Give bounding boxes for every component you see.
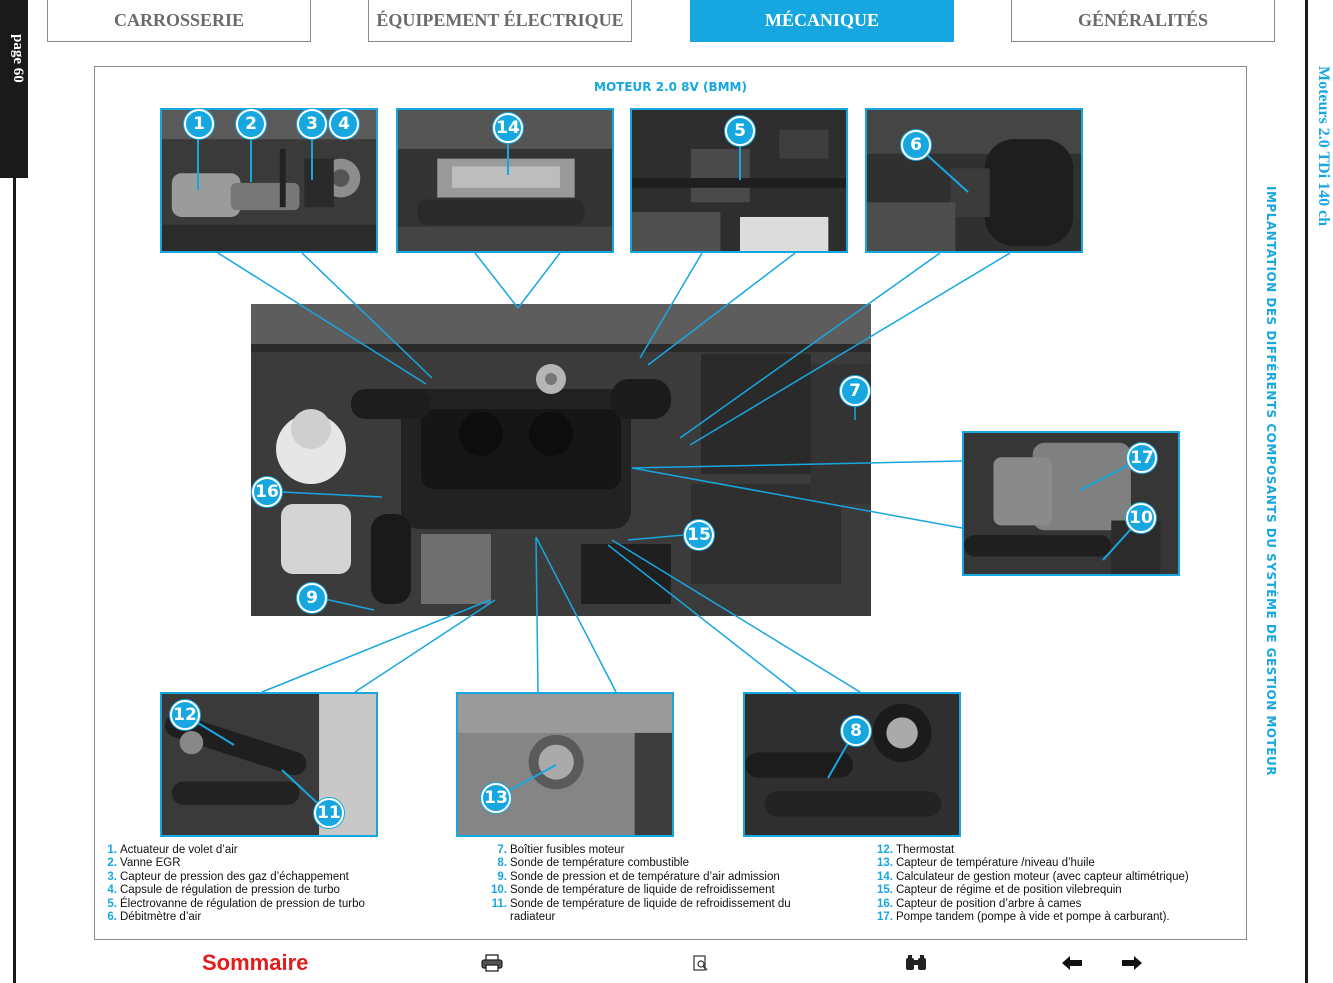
legend-item: 1.Actuateur de volet d’air	[107, 844, 238, 856]
legend-column-2: 7.Boîtier fusibles moteur 8.Sonde de tem…	[487, 844, 791, 924]
legend-item: 10.Sonde de température de liquide de re…	[491, 884, 775, 897]
legend-item: 11.Sonde de température de liquide de re…	[491, 897, 791, 910]
arrow-left-icon[interactable]	[1060, 950, 1084, 976]
sommaire-link[interactable]: Sommaire	[202, 950, 309, 975]
callout-badge-16: 16	[252, 477, 282, 507]
legend-column-3: 12.Thermostat 13.Capteur de température …	[873, 844, 1189, 924]
legend-item: 17.Pompe tandem (pompe à vide et pompe à…	[877, 911, 1170, 924]
legend-column-1: 1.Actuateur de volet d’air 2.Vanne EGR 3…	[103, 844, 365, 924]
section-subtitle: IMPLANTATION DES DIFFÉRENTS COMPOSANTS D…	[1264, 186, 1278, 776]
tab-carrosserie[interactable]: CARROSSERIE	[47, 0, 311, 42]
engine-title: MOTEUR 2.0 8V (BMM)	[594, 80, 747, 94]
page-number: page 60	[10, 34, 26, 83]
legend-item: 3.Capteur de pression des gaz d’échappem…	[107, 870, 349, 883]
callout-badge-7: 7	[840, 376, 870, 406]
callout-badge-1: 1	[184, 109, 214, 139]
tab-generalites[interactable]: GÉNÉRALITÉS	[1011, 0, 1275, 42]
left-margin-line	[13, 175, 16, 983]
figure-frame	[94, 66, 1247, 940]
legend-item: 13.Capteur de température /niveau d’huil…	[877, 857, 1095, 870]
callout-badge-4: 4	[329, 109, 359, 139]
callout-badge-11: 11	[314, 798, 344, 828]
legend-item: 14.Calculateur de gestion moteur (avec c…	[877, 870, 1189, 883]
callout-badge-3: 3	[297, 109, 327, 139]
binoculars-icon[interactable]	[903, 950, 929, 976]
legend-item: 5.Électrovanne de régulation de pression…	[107, 897, 365, 910]
callout-badge-12: 12	[170, 700, 200, 730]
photo-component-13	[456, 692, 674, 837]
legend-item: 2.Vanne EGR	[107, 857, 181, 870]
page-number-tab: page 60	[0, 0, 28, 178]
legend-item: 4.Capsule de régulation de pression de t…	[107, 884, 340, 897]
callout-badge-5: 5	[725, 116, 755, 146]
tab-mecanique[interactable]: MÉCANIQUE	[690, 0, 954, 42]
photo-component-6	[865, 108, 1083, 253]
section-title: Moteurs 2.0 TDi 140 ch	[1315, 66, 1332, 227]
legend-item: 7.Boîtier fusibles moteur	[497, 844, 625, 856]
callout-badge-8: 8	[841, 716, 871, 746]
legend-item: 9.Sonde de pression et de température d’…	[497, 870, 780, 883]
left-page-strip: page 60	[0, 0, 30, 983]
legend-item: 6.Débitmètre d’air	[107, 911, 202, 924]
legend-item: radiateur	[510, 911, 556, 924]
engine-bay-photo	[251, 304, 871, 616]
legend-item: 15.Capteur de régime et de position vile…	[877, 884, 1122, 897]
zoom-page-icon[interactable]	[690, 950, 712, 976]
tab-equipement-electrique[interactable]: ÉQUIPEMENT ÉLECTRIQUE	[368, 0, 632, 42]
callout-badge-2: 2	[236, 109, 266, 139]
legend-item: 16.Capteur de position d’arbre à cames	[877, 897, 1082, 910]
callout-badge-14: 14	[493, 113, 523, 143]
legend-item: 8.Sonde de température combustible	[497, 857, 689, 870]
callout-badge-13: 13	[481, 783, 511, 813]
callout-badge-15: 15	[684, 520, 714, 550]
legend-item: 12.Thermostat	[877, 844, 955, 856]
callout-badge-10: 10	[1126, 503, 1156, 533]
photo-component-8	[743, 692, 961, 837]
printer-icon[interactable]	[480, 950, 504, 976]
callout-badge-6: 6	[901, 130, 931, 160]
callout-badge-9: 9	[297, 583, 327, 613]
arrow-right-icon[interactable]	[1120, 950, 1144, 976]
right-margin-line	[1305, 0, 1308, 983]
callout-badge-17: 17	[1127, 443, 1157, 473]
